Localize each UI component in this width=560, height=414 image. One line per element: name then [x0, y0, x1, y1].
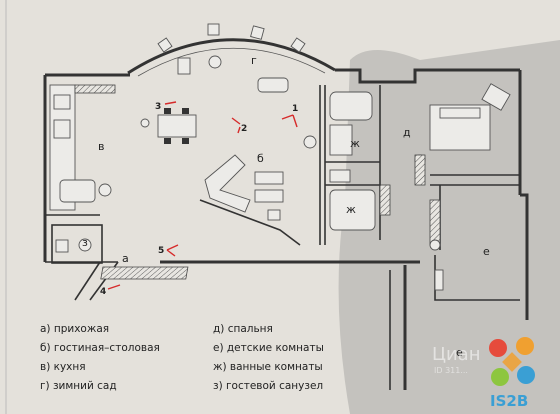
logo-text: IS2B — [490, 392, 528, 410]
legend-item-e: е) детские комнаты — [213, 342, 324, 354]
room-label-e1: е — [483, 245, 490, 258]
room-label-a: а — [122, 252, 129, 265]
watermark: Циан ID 311... — [432, 344, 480, 375]
viewpoints: 1 2 3 4 5 — [100, 101, 298, 297]
room-labels: а б в г д е е ж ж з — [82, 54, 490, 359]
legend-item-g: г) зимний сад — [40, 380, 117, 392]
viewpoint-4: 4 — [100, 284, 121, 297]
svg-text:3: 3 — [155, 102, 161, 112]
room-label-e2: е — [456, 346, 463, 359]
watermark-id: ID 311... — [434, 366, 468, 375]
legend-item-a: а) прихожая — [40, 323, 109, 335]
is2b-logo: IS2B — [489, 337, 535, 410]
viewpoint-5: 5 — [158, 244, 179, 257]
legend-item-v: в) кухня — [40, 361, 86, 373]
legend-item-z: з) гостевой санузел — [213, 380, 323, 392]
room-label-g: г — [251, 54, 257, 67]
room-label-zh1: ж — [350, 137, 360, 150]
legend-item-d: д) спальня — [213, 323, 273, 335]
room-label-zh2: ж — [346, 203, 356, 216]
furniture — [49, 55, 511, 291]
svg-text:2: 2 — [241, 124, 247, 134]
viewpoint-1: 1 — [281, 104, 298, 128]
viewpoint-2: 2 — [231, 117, 247, 134]
watermark-text: Циан — [432, 344, 480, 365]
svg-text:1: 1 — [292, 104, 298, 114]
logo-dot-orange — [516, 337, 534, 355]
svg-text:5: 5 — [158, 246, 164, 256]
logo-dot-green — [491, 368, 509, 386]
room-label-b: б — [257, 152, 264, 165]
viewpoint-3: 3 — [155, 101, 177, 112]
shadow-area — [338, 40, 560, 414]
room-label-v: в — [98, 140, 104, 153]
legend: а) прихожая б) гостиная–столовая в) кухн… — [40, 323, 324, 392]
svg-text:4: 4 — [100, 287, 106, 297]
logo-dot-red — [489, 339, 507, 357]
room-label-d: д — [403, 126, 411, 139]
legend-item-b: б) гостиная–столовая — [40, 342, 160, 354]
legend-item-zh: ж) ванные комнаты — [213, 361, 323, 373]
logo-dot-blue — [517, 366, 535, 384]
room-label-z: з — [82, 236, 88, 249]
